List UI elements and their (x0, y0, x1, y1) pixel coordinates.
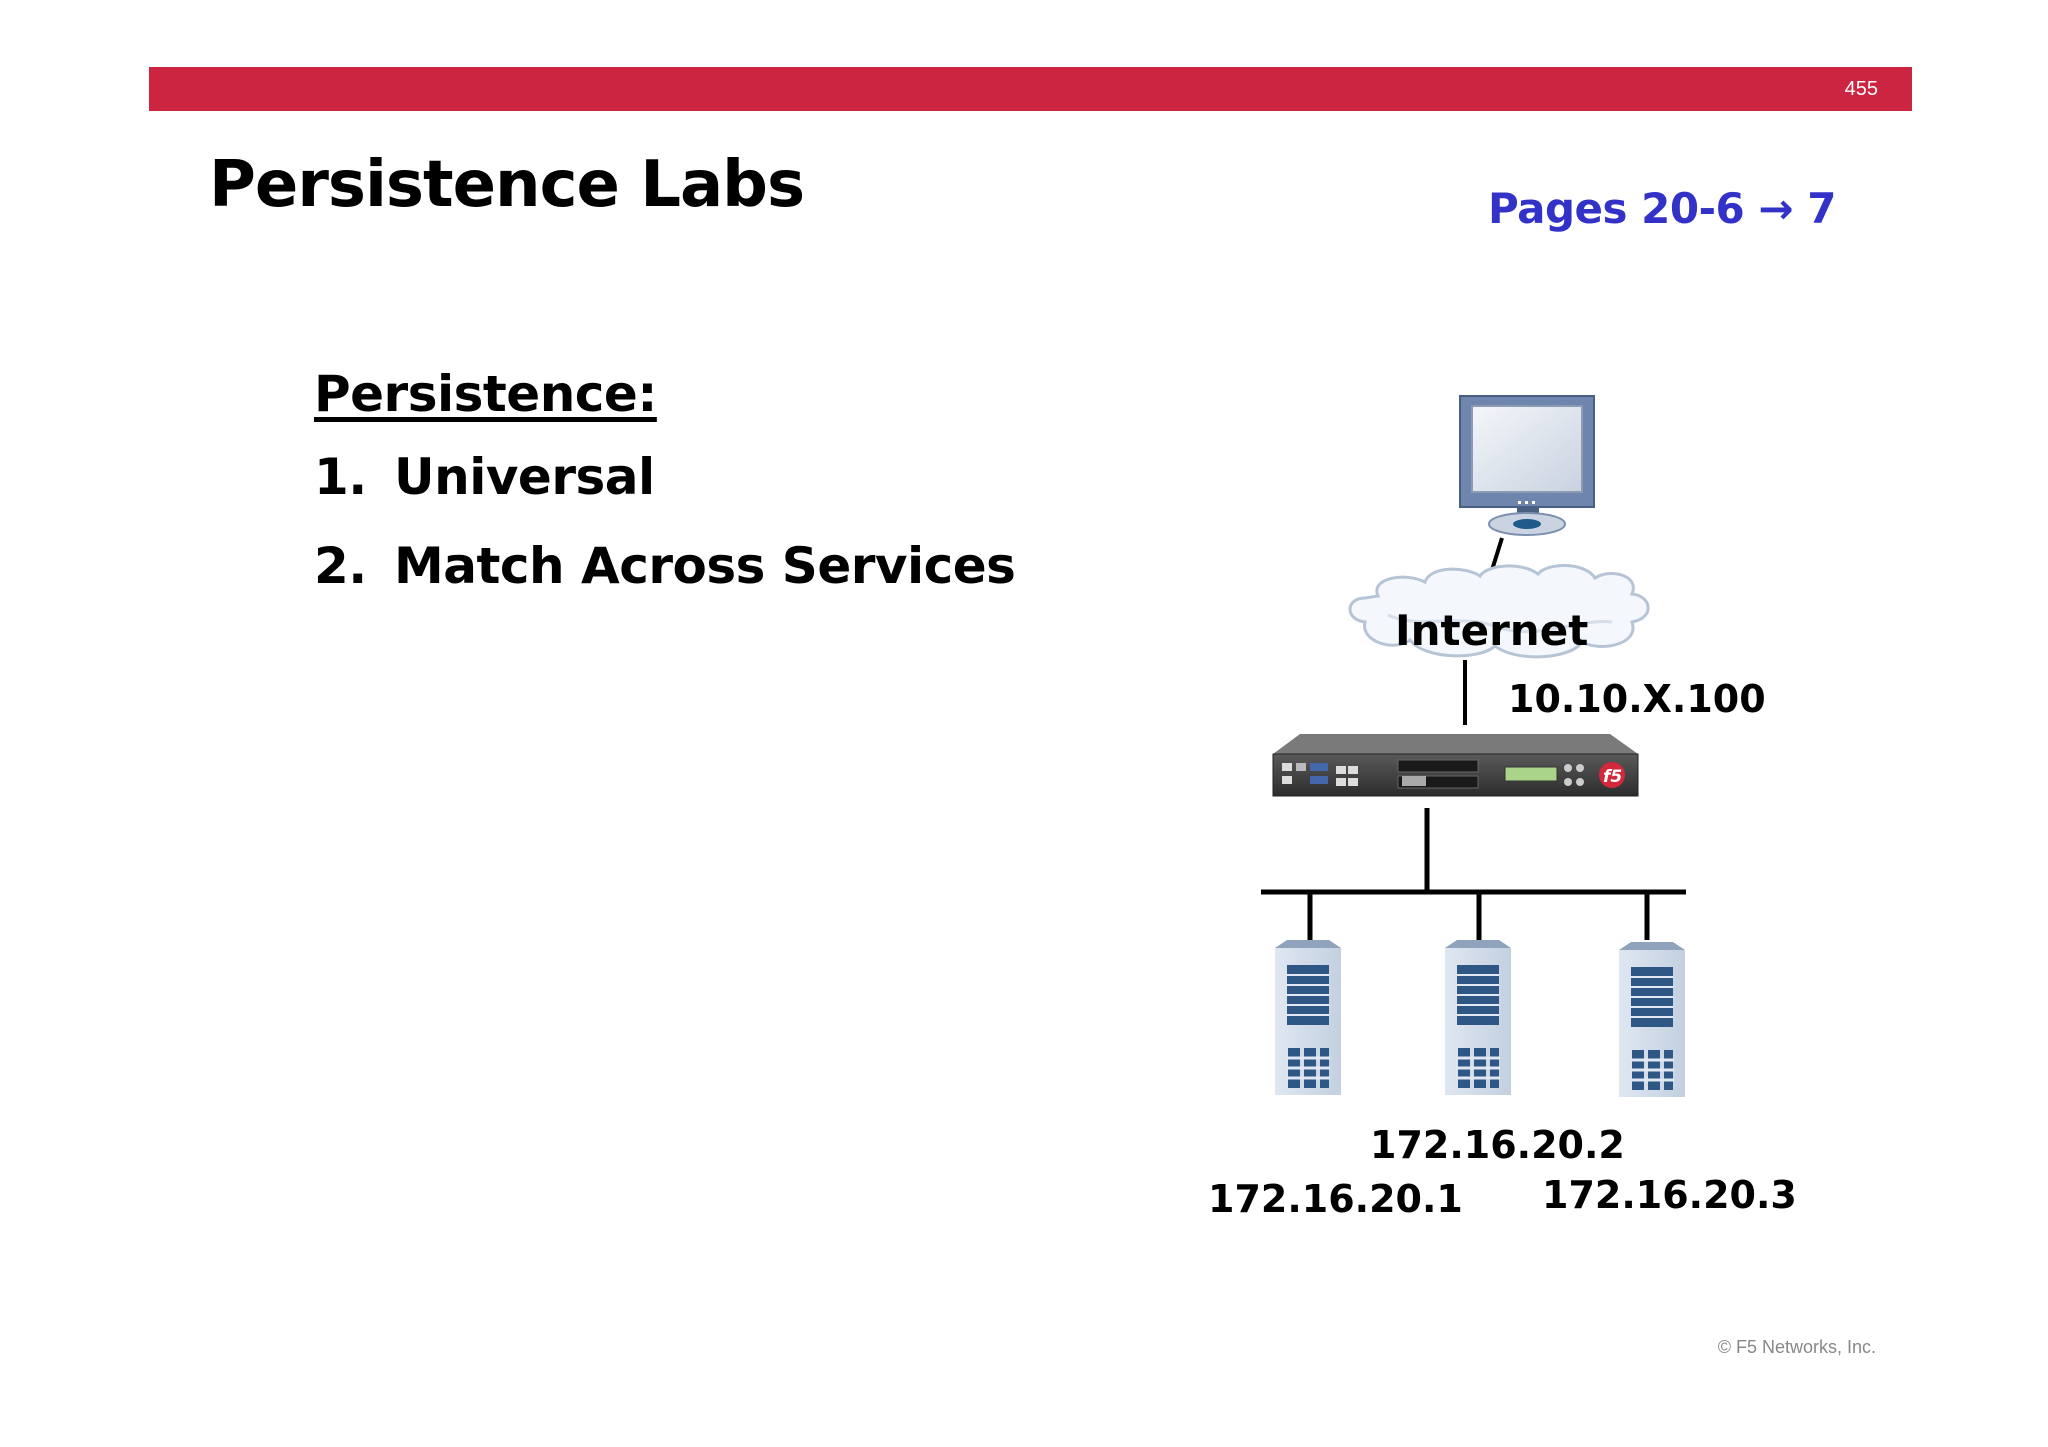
header-banner: 455 (149, 67, 1912, 111)
section-heading: Persistence: (314, 365, 657, 423)
svg-text:f5: f5 (1603, 767, 1622, 787)
virtual-ip-label: 10.10.X.100 (1508, 677, 1766, 721)
list-item-number: 1. (314, 448, 367, 506)
server-icon (1445, 940, 1511, 1095)
server-icon (1275, 940, 1341, 1095)
pages-reference: Pages 20-6 → 7 (1488, 184, 1836, 233)
slide-title: Persistence Labs (209, 148, 805, 222)
list-item: 2. Match Across Services (314, 537, 1016, 595)
client-link (1490, 537, 1504, 571)
monitor-icon (1459, 395, 1595, 536)
server-ip-label: 172.16.20.2 (1370, 1123, 1625, 1167)
server-icon (1619, 942, 1685, 1097)
f5-bigip-appliance-icon: f5 (1272, 734, 1639, 797)
internet-cloud-icon: Internet (1348, 563, 1650, 659)
list-item: 1. Universal (314, 448, 655, 506)
list-item-label: Universal (394, 448, 655, 506)
internet-label: Internet (1395, 606, 1588, 655)
list-item-label: Match Across Services (394, 537, 1016, 595)
page-number: 455 (1844, 78, 1878, 100)
copyright: © F5 Networks, Inc. (1717, 1337, 1876, 1357)
list-item-number: 2. (314, 537, 367, 595)
server-ip-label: 172.16.20.1 (1208, 1177, 1463, 1221)
server-ip-label: 172.16.20.3 (1542, 1173, 1797, 1217)
